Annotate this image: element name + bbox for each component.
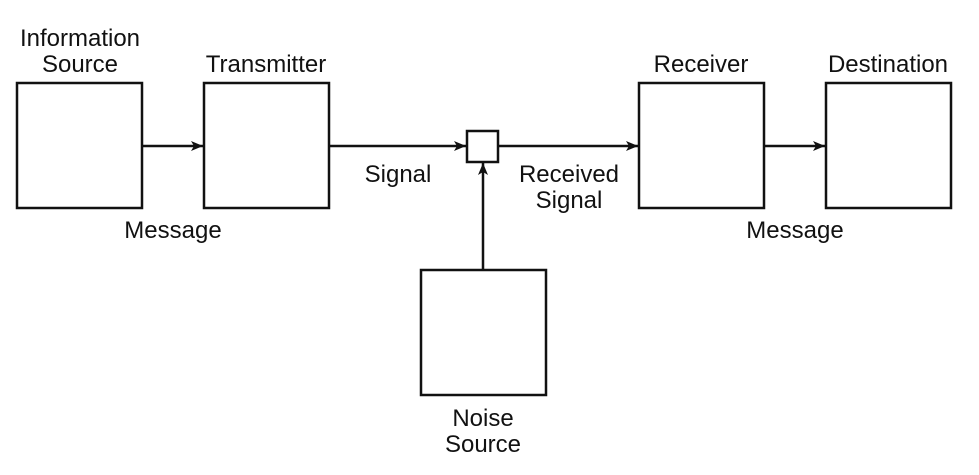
receiver-label: Receiver xyxy=(653,51,749,78)
receiver-box xyxy=(637,81,766,210)
information-source-box xyxy=(15,81,144,210)
signal-label: Signal xyxy=(364,161,432,188)
destination-box xyxy=(824,81,953,210)
message-out-label: Message xyxy=(746,217,844,244)
transmitter-box xyxy=(202,81,331,210)
channel-junction-box xyxy=(465,129,500,164)
noise-source-label: Noise Source xyxy=(444,405,522,458)
transmitter-label: Transmitter xyxy=(205,51,327,78)
message-label: Message xyxy=(124,217,222,244)
received-signal-label: Received Signal xyxy=(518,161,620,214)
destination-label: Destination xyxy=(827,51,949,78)
noise-source-box xyxy=(419,268,548,397)
information-source-label: Information Source xyxy=(19,25,141,78)
